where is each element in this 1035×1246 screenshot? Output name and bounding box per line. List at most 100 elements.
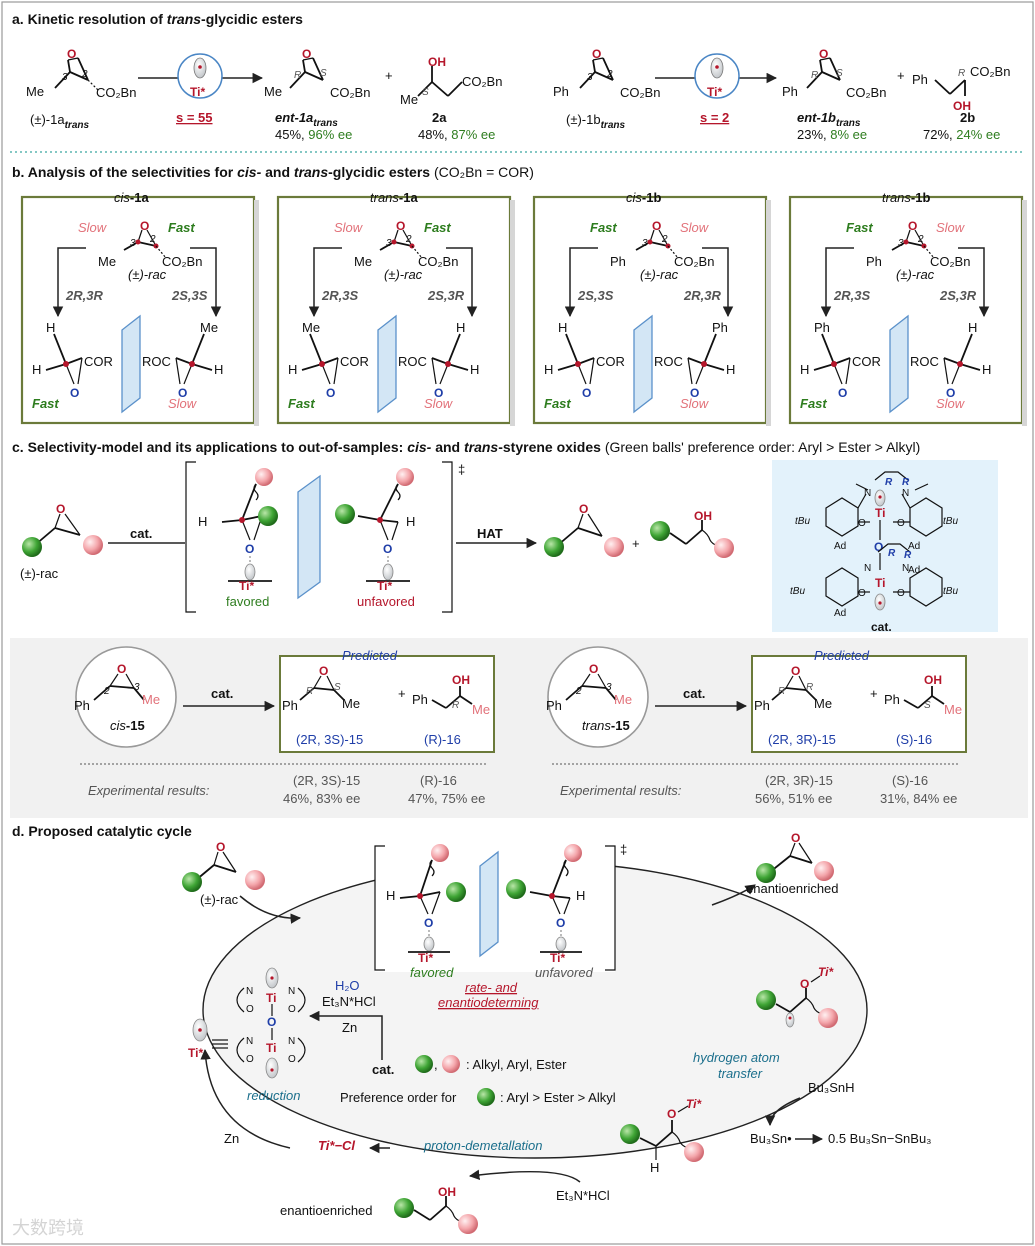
path-right: 2R,3R xyxy=(683,288,721,303)
svg-text:Ad: Ad xyxy=(834,608,846,619)
svg-text:reduction: reduction xyxy=(247,1088,300,1103)
label-1a: (±)-1atrans xyxy=(30,112,89,131)
svg-text:O: O xyxy=(838,386,847,400)
pred-p2: (R)-16 xyxy=(424,732,461,747)
box-title: trans-1a xyxy=(370,190,418,205)
rac-label: (±)-rac xyxy=(128,267,167,282)
path-left: 2R,3R xyxy=(65,288,103,303)
svg-text:O: O xyxy=(326,386,335,400)
svg-text:Ph: Ph xyxy=(546,698,562,713)
ester-label: CO₂Bn xyxy=(930,254,970,269)
arrow-right xyxy=(190,247,222,318)
svg-text:O: O xyxy=(897,518,905,529)
arrow-left xyxy=(52,247,86,318)
predicted-label: Predicted xyxy=(814,648,870,663)
svg-text:R: R xyxy=(885,477,893,488)
svg-text:enantioenriched: enantioenriched xyxy=(746,881,839,896)
svg-text:O: O xyxy=(267,1015,276,1029)
svg-text:H: H xyxy=(288,362,297,377)
tag-right: Fast xyxy=(168,220,195,235)
svg-text:Me: Me xyxy=(142,692,160,707)
svg-text:cat.: cat. xyxy=(130,526,152,541)
svg-text:O: O xyxy=(383,542,392,556)
svg-text:O: O xyxy=(589,662,598,676)
catalyst-structure: N N Ti R R O O tBu tBu Ad Ad O R R N N T… xyxy=(790,471,958,634)
svg-text:O: O xyxy=(800,977,809,991)
svg-text:H: H xyxy=(576,888,585,903)
svg-text:2: 2 xyxy=(661,234,668,245)
bottom-right-tag: Slow xyxy=(168,396,198,411)
svg-text:O: O xyxy=(434,386,443,400)
svg-text:(±)-rac: (±)-rac xyxy=(20,566,59,581)
svg-text:Ti: Ti xyxy=(875,506,885,520)
svg-text:+: + xyxy=(398,686,406,701)
s-value-2: s = 2 xyxy=(700,110,729,125)
arrow-left xyxy=(564,247,598,318)
svg-text:O: O xyxy=(302,47,311,61)
svg-text:COR: COR xyxy=(340,354,369,369)
svg-text:O: O xyxy=(245,542,254,556)
svg-text:cat.: cat. xyxy=(211,686,233,701)
radical-intermediate: O Ti* xyxy=(756,965,838,1028)
exp-p2: (R)-16 xyxy=(420,773,457,788)
bottom-right-tag: Slow xyxy=(680,396,710,411)
svg-text:COR: COR xyxy=(596,354,625,369)
tag-left: Slow xyxy=(334,220,364,235)
svg-text:unfavored: unfavored xyxy=(357,594,415,609)
svg-text:O: O xyxy=(791,664,800,678)
substrate-label: cis-15 xyxy=(110,718,145,733)
svg-text:3: 3 xyxy=(587,72,593,83)
ti-catalyst-a1: Ti* xyxy=(177,53,223,99)
svg-text:2b: 2b xyxy=(960,110,975,125)
svg-text:COR: COR xyxy=(84,354,113,369)
svg-text:R: R xyxy=(958,68,965,79)
svg-text:H: H xyxy=(198,514,207,529)
svg-text:N: N xyxy=(288,986,295,997)
svg-text:Ph: Ph xyxy=(884,692,900,707)
svg-text:O: O xyxy=(67,47,76,61)
svg-text:H₂O: H₂O xyxy=(335,978,360,993)
svg-text:(±)-rac: (±)-rac xyxy=(200,892,239,907)
svg-text:O: O xyxy=(556,916,565,930)
svg-text:ROC: ROC xyxy=(142,354,171,369)
svg-text:Me: Me xyxy=(26,84,44,99)
svg-text:Ti*: Ti* xyxy=(190,85,205,99)
svg-text:: Alkyl, Aryl, Ester: : Alkyl, Aryl, Ester xyxy=(466,1057,567,1072)
section-c-title: c. Selectivity-model and its application… xyxy=(12,439,920,455)
substituent: Me xyxy=(354,254,372,269)
epoxide-oxygen: O xyxy=(140,219,149,233)
path-right: 2S,3S xyxy=(171,288,208,303)
svg-text:tBu: tBu xyxy=(795,516,810,527)
svg-text:O: O xyxy=(667,1107,676,1121)
svg-text:cat.: cat. xyxy=(372,1062,394,1077)
svg-text:2: 2 xyxy=(575,686,582,697)
svg-text:enantiodeterming: enantiodeterming xyxy=(438,995,539,1010)
box-title: trans-1b xyxy=(882,190,930,205)
tag-right: Fast xyxy=(424,220,451,235)
svg-text:O: O xyxy=(216,840,225,854)
enantioenriched-alcohol: enantioenriched OH xyxy=(280,1185,478,1234)
svg-text:OH: OH xyxy=(694,509,712,523)
svg-text:45%, 96% ee: 45%, 96% ee xyxy=(275,127,352,142)
svg-text:OH: OH xyxy=(953,99,971,113)
svg-text:2: 2 xyxy=(81,69,88,80)
svg-text:‡: ‡ xyxy=(458,462,465,477)
ts-bracket-left xyxy=(185,461,196,613)
svg-text:ent-1btrans: ent-1btrans xyxy=(797,110,861,129)
product-2b: Ph CO₂Bn OH R 2b 72%, 24% ee xyxy=(912,64,1010,142)
svg-text:,: , xyxy=(434,1057,438,1072)
svg-text:Bu₃SnH: Bu₃SnH xyxy=(808,1080,854,1095)
svg-text:72%, 24% ee: 72%, 24% ee xyxy=(923,127,1000,142)
ester-label: CO₂Bn xyxy=(418,254,458,269)
svg-text:H: H xyxy=(726,362,735,377)
rac-label: (±)-rac xyxy=(640,267,679,282)
svg-text:: Aryl > Ester > Alkyl: : Aryl > Ester > Alkyl xyxy=(500,1090,616,1105)
